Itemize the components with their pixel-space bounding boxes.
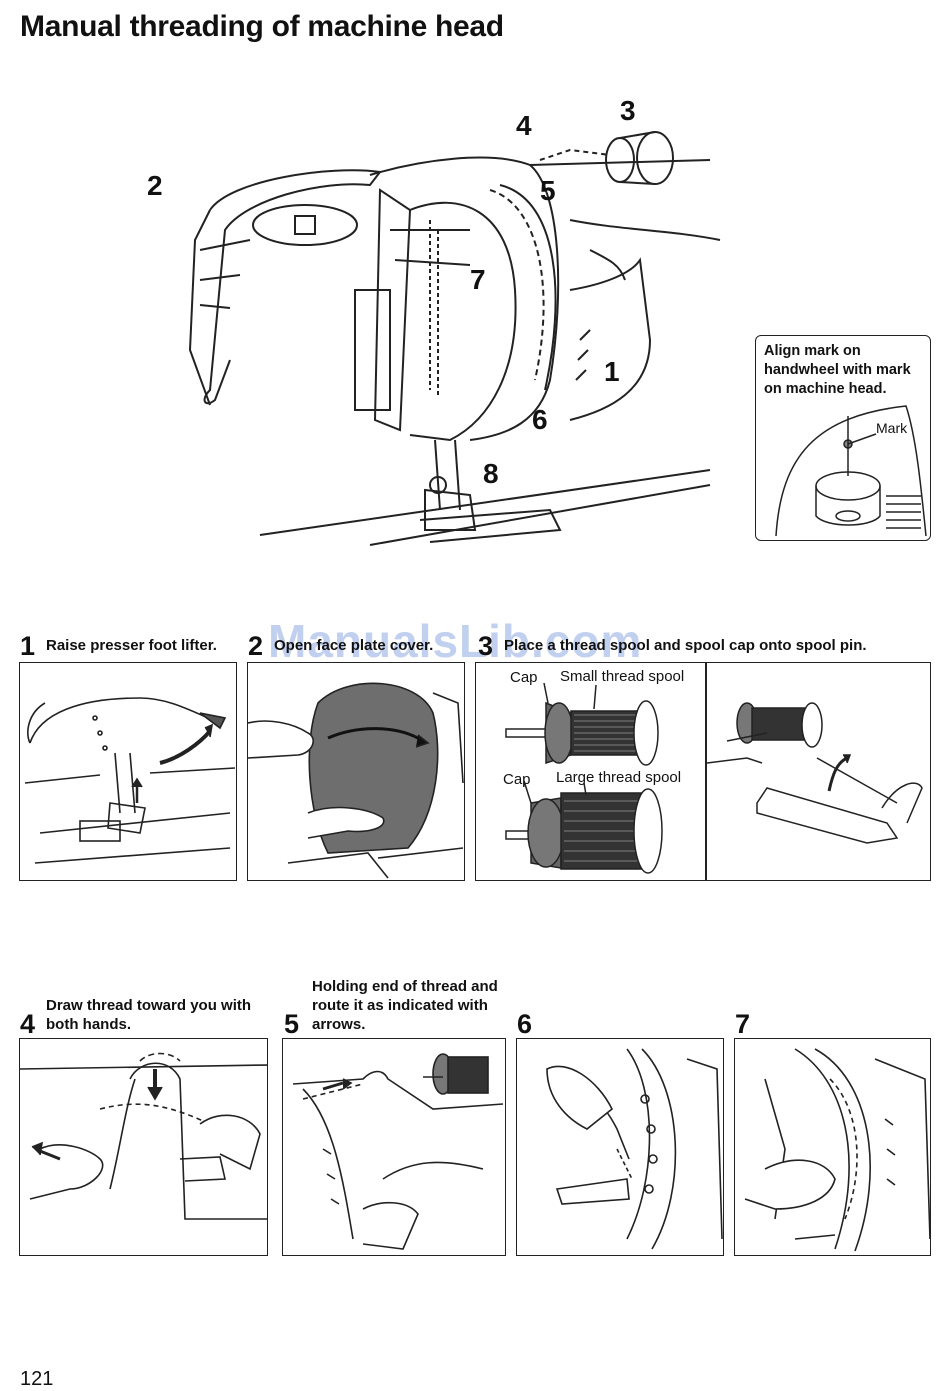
step-7-figure (734, 1038, 931, 1256)
step-5-text: Holding end of thread and route it as in… (312, 978, 498, 1033)
step-6-number: 6 (517, 1009, 533, 1039)
callout-7: 7 (470, 264, 486, 295)
step-2-text: Open face plate cover. (274, 637, 434, 654)
callout-4: 4 (516, 110, 532, 141)
step-1-number: 1 (20, 631, 36, 661)
callout-8: 8 (483, 458, 499, 489)
small-spool-label: Small thread spool (560, 668, 685, 685)
cap-label-small: Cap (510, 669, 538, 686)
step-2-number: 2 (248, 631, 264, 661)
step-3-divider (705, 663, 707, 880)
page-number: 121 (20, 1368, 54, 1390)
large-spool-label: Large thread spool (556, 769, 682, 786)
page-title: Manual threading of machine head (20, 10, 504, 43)
mark-label: Mark (876, 420, 908, 436)
callout-2: 2 (147, 170, 163, 201)
step-3-text: Place a thread spool and spool cap onto … (504, 637, 867, 654)
step-1-figure (19, 662, 237, 881)
step-2-figure (247, 662, 465, 881)
step-6-figure (516, 1038, 724, 1256)
step-4-figure (19, 1038, 268, 1256)
step-4-number: 4 (20, 1009, 36, 1039)
step-4-text: Draw thread toward you with both hands. (46, 997, 252, 1033)
callout-6: 6 (532, 404, 548, 435)
watermark: ManualsLib.com (268, 615, 643, 667)
callout-5: 5 (540, 175, 556, 206)
cap-label-large: Cap (503, 771, 531, 788)
step-3-number: 3 (478, 631, 494, 661)
inset-align-mark: Align mark on handwheel with mark on mac… (755, 335, 931, 541)
machine-head-illustration (170, 90, 750, 550)
callout-3: 3 (620, 95, 636, 126)
callout-1: 1 (604, 356, 620, 387)
step-3-figure: Cap Small thread spool Cap Large thread … (475, 662, 931, 881)
step-5-number: 5 (284, 1009, 300, 1039)
step-1-text: Raise presser foot lifter. (46, 637, 217, 654)
step-5-figure (282, 1038, 506, 1256)
inset-caption: Align mark on handwheel with mark on mac… (764, 343, 911, 397)
step-7-number: 7 (735, 1009, 751, 1039)
